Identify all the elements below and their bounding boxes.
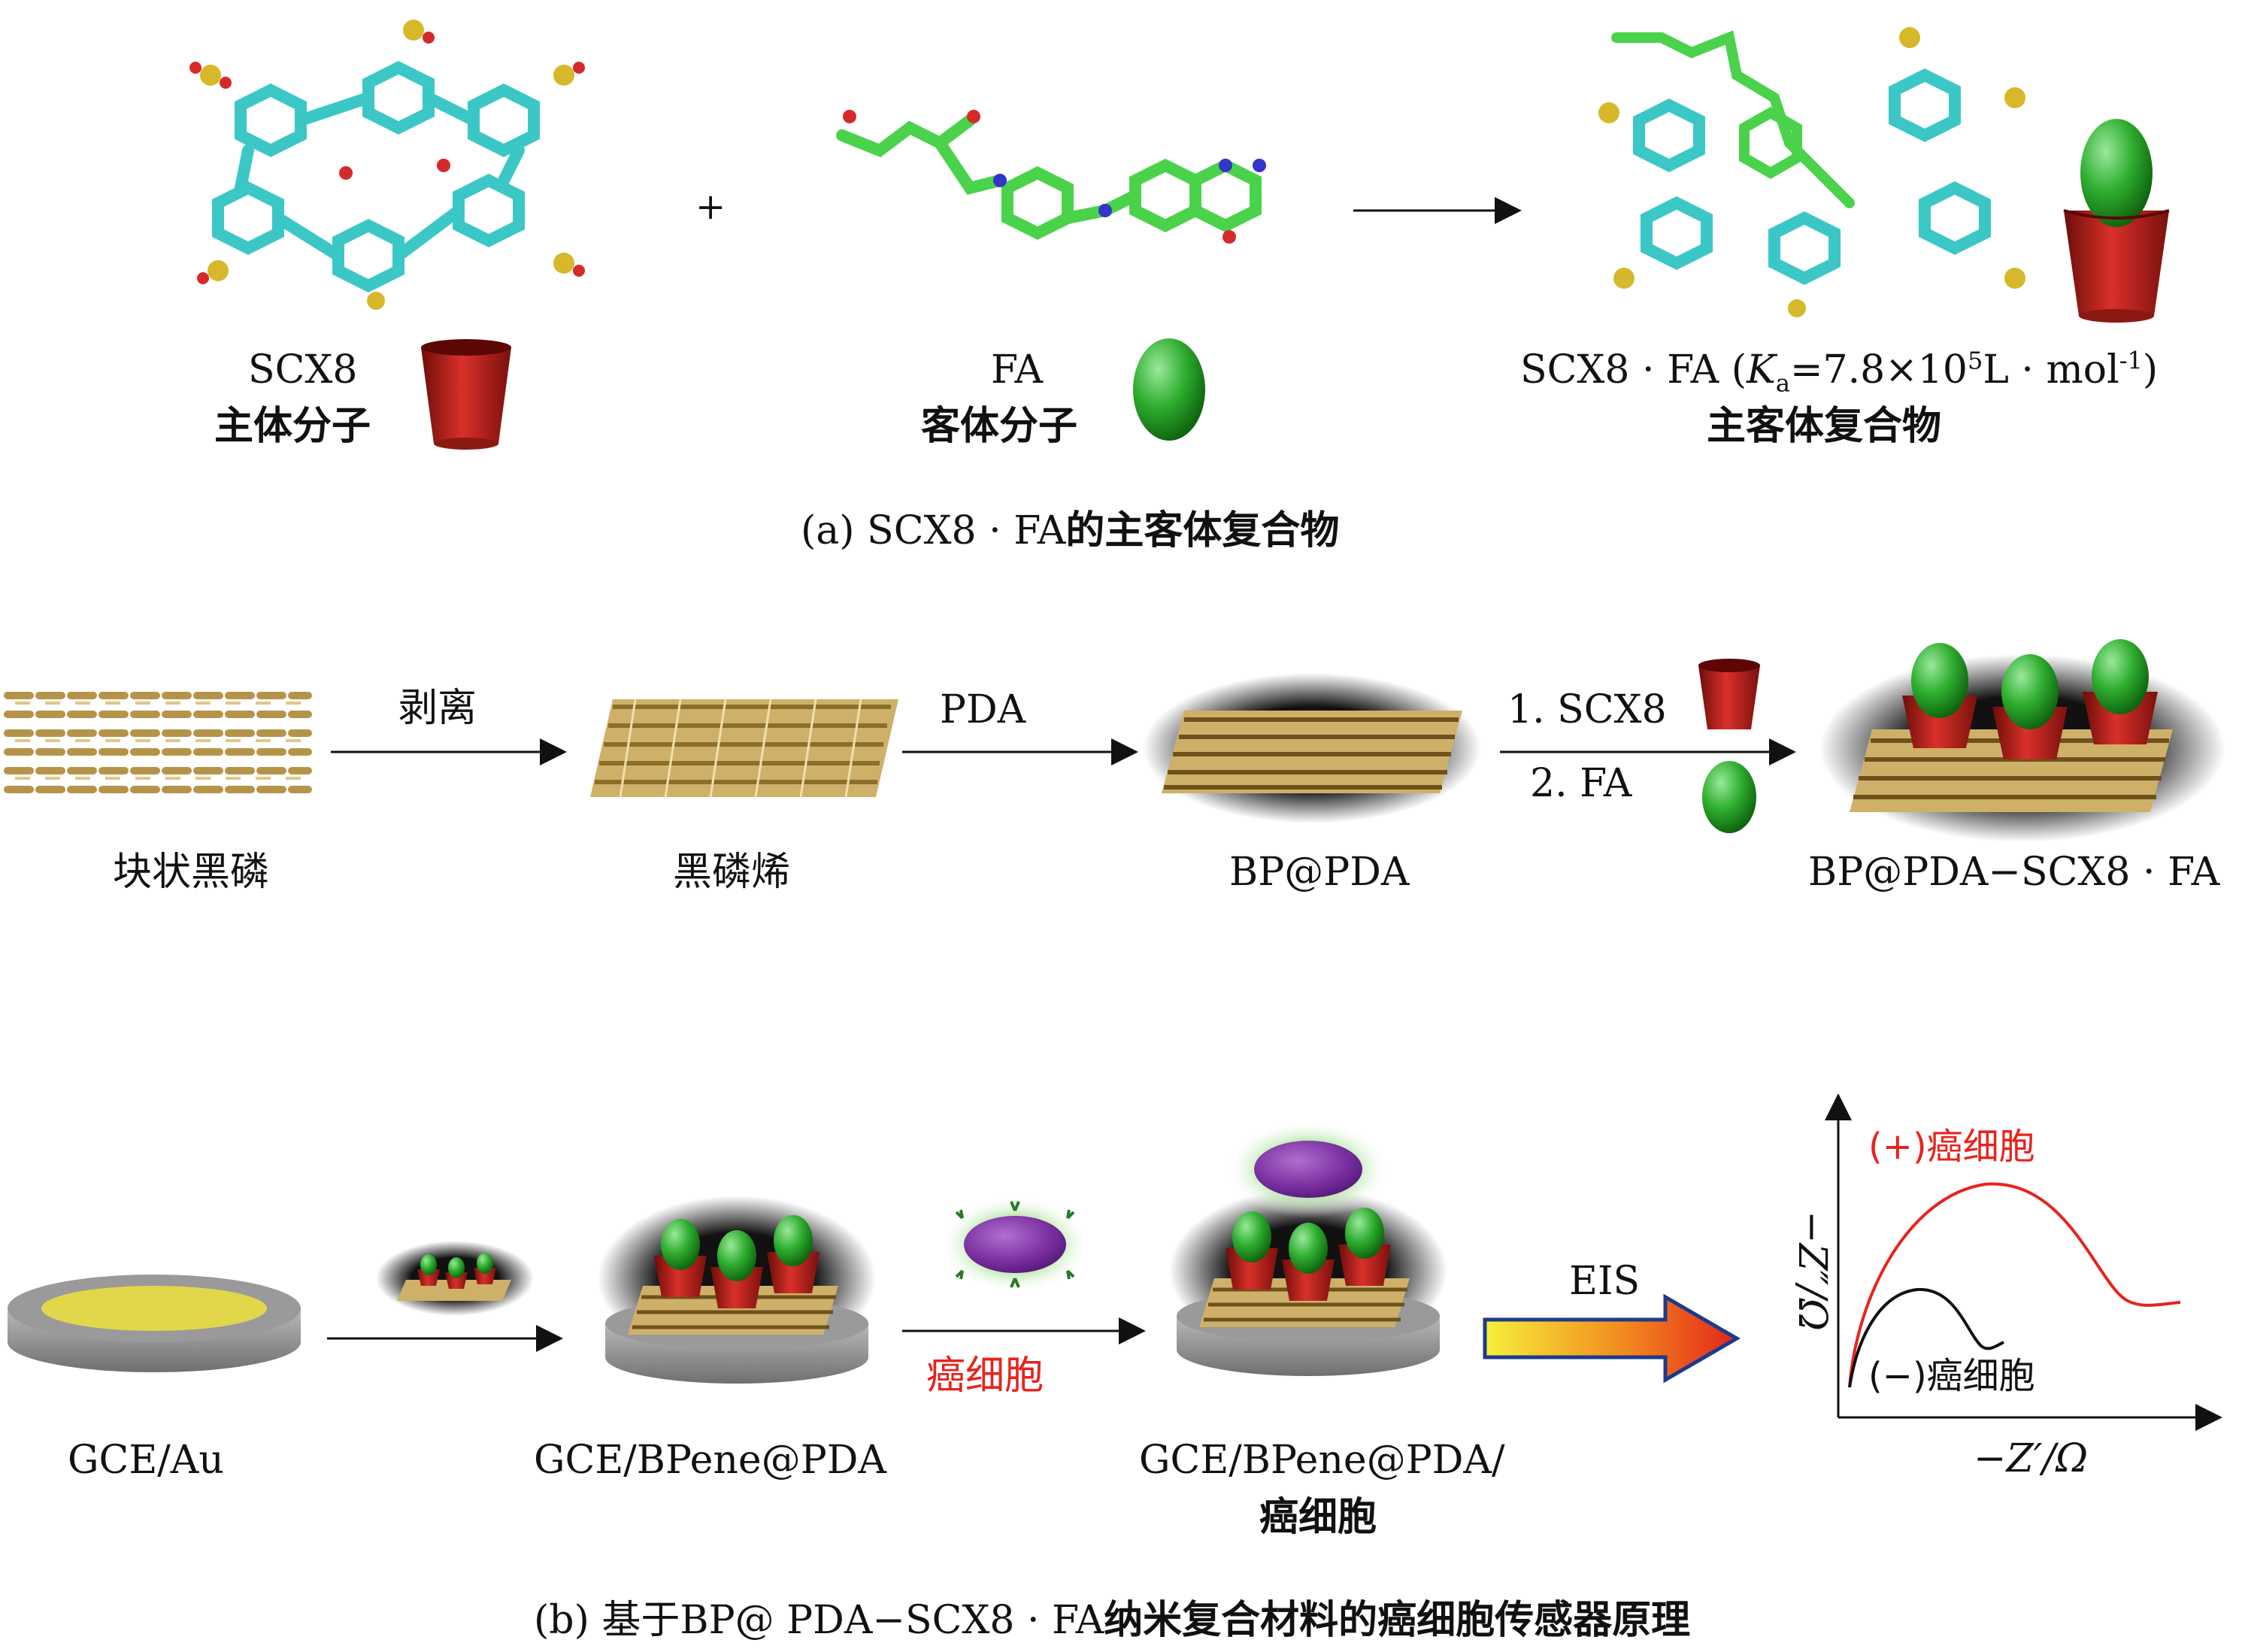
bp-pda-scx8-fa-image (1819, 639, 2225, 842)
complex-desc: 主客体复合物 (1707, 404, 1942, 449)
plot-ylabel: −Z″/Ω (1789, 1211, 1834, 1331)
step-fa-label: 2. FA (1530, 761, 1632, 806)
step-scx8-label: 1. SCX8 (1507, 687, 1667, 732)
complex-molecule-image (1598, 27, 2025, 317)
nyquist-plot (1825, 1093, 2222, 1431)
scx8-cup-icon (1698, 659, 1760, 729)
gce-au-electrode (8, 1275, 301, 1372)
positive-cell-label: (+)癌细胞 (1868, 1126, 2035, 1168)
bp-pda-label: BP@PDA (1229, 850, 1410, 895)
cancer-cell-image (940, 1196, 1090, 1293)
functionalization-arrow (1500, 738, 1796, 765)
gce-bpene-pda-cell-electrode (1169, 1120, 1447, 1376)
host-desc: 主体分子 (214, 404, 371, 449)
caption-a: (a) SCX8 · FA的主客体复合物 (801, 508, 1340, 553)
plus-sign: + (695, 186, 726, 228)
host-cup-icon (421, 339, 511, 450)
gce-bpene-cell-label-line1: GCE/BPene@PDA/ (1139, 1438, 1505, 1483)
guest-desc: 客体分子 (921, 404, 1078, 449)
positive-curve (1848, 1182, 2181, 1388)
modifier-image (376, 1241, 534, 1316)
fa-molecule-image (836, 110, 1266, 244)
guest-ball-icon (1133, 338, 1205, 441)
gce-au-label: GCE/Au (68, 1438, 224, 1483)
cancer-cell-label: 癌细胞 (926, 1353, 1044, 1399)
gce-bpene-pda-electrode (598, 1196, 876, 1384)
bulk-bp-label: 块状黑磷 (113, 850, 270, 895)
negative-curve (1848, 1287, 2004, 1388)
plot-xlabel: −Z′/Ω (1974, 1436, 2089, 1481)
complex-name: SCX8 · FA (Ka=7.8×105L · mol-1) (1520, 346, 2159, 398)
pda-label: PDA (940, 687, 1026, 732)
reaction-arrow (1353, 197, 1522, 224)
caption-b: (b) 基于BP@ PDA−SCX8 · FA纳米复合材料的癌细胞传感器原理 (534, 1598, 1691, 1643)
exfoliation-arrow (331, 738, 567, 765)
guest-name: FA (991, 347, 1044, 393)
eis-arrow (1483, 1293, 1741, 1384)
gce-bpene-label: GCE/BPene@PDA (534, 1438, 886, 1483)
negative-cell-label: (−)癌细胞 (1868, 1355, 2035, 1397)
exfoliation-label: 剥离 (398, 686, 477, 731)
phosphorene-image (590, 699, 898, 798)
bulk-bp-image (4, 692, 312, 793)
pda-arrow (902, 738, 1138, 765)
eis-label: EIS (1569, 1259, 1641, 1304)
modify-arrow (327, 1325, 563, 1352)
gce-bpene-cell-label-line2: 癌细胞 (1259, 1495, 1377, 1540)
phosphorene-label: 黑磷烯 (673, 850, 791, 895)
scx8-molecule-image (189, 20, 585, 310)
product-label: BP@PDA−SCX8 · FA (1808, 850, 2220, 895)
complex-cup-ball-icon (2063, 119, 2170, 323)
incubate-arrow (902, 1317, 1146, 1344)
bp-pda-image (1143, 673, 1481, 823)
host-name: SCX8 (248, 347, 358, 393)
fa-ball-icon (1702, 761, 1756, 833)
